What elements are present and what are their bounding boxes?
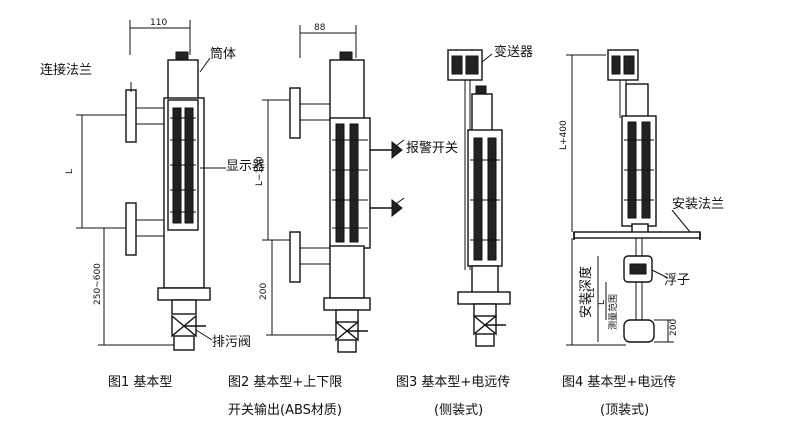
upper-alarm-switch [370,139,405,160]
fig4-transmitter-box [607,49,639,81]
fig3-display-scale [470,137,500,261]
flange-label: 连接法兰 [40,62,92,78]
caption-4-line1: 图4 基本型+电远传 [562,375,676,390]
fig4-display-scale [624,121,654,219]
display-label: 显示器 [226,159,265,174]
drain-valve-label: 排污阀 [212,335,251,350]
fig2-display-scale [332,123,368,243]
caption-3-line1: 图3 基本型+电远传 [396,375,510,390]
caption-2-line2: 开关输出(ABS材质) [228,402,342,418]
install-flange-label: 安装法兰 [672,197,724,212]
float-label: 浮子 [664,273,690,288]
fig4-bottom-dim: 200 [669,319,679,336]
caption-3-line2: (侧装式) [434,403,483,418]
fig1-display-scale [170,107,196,224]
fig1-offset-dim: 250~600 [93,263,103,305]
fig3-transmitter-box [447,49,483,81]
figure-3-side-transmitter: 变送器 [447,44,533,347]
install-depth-label: 安装深度 [578,266,594,318]
lower-alarm-switch [370,197,405,218]
alarm-switch-label: 报警开关 [406,140,458,156]
captions: 图1 基本型 图2 基本型+上下限 开关输出(ABS材质) 图3 基本型+电远传… [108,375,676,418]
fig1-length-dim: L [65,169,75,174]
fig2-width-dim: 88 [314,23,326,33]
caption-1: 图1 基本型 [108,375,172,390]
transmitter-label: 变送器 [494,44,533,60]
fig4-top-dim: L+400 [559,120,569,150]
caption-2-line1: 图2 基本型+上下限 [228,375,342,390]
fig4-l-dim: L [597,300,607,305]
fig2-length-dim: L−150 [255,156,265,186]
caption-4-line2: (顶装式) [600,403,649,418]
fig1-width-dim: 110 [150,18,167,28]
figure-4-top-transmitter: L+400 安装深度 L1 L 测量范围 200 安装法兰 浮子 [559,49,724,346]
fig2-bottom-dim: 200 [259,283,269,300]
figure-2-alarm: 88 L−150 200 [255,23,458,353]
barrel-label: 筒体 [210,46,236,62]
fig4-range-dim: L1 [587,287,597,298]
measure-range-label: 测量范围 [607,294,619,330]
figure-1-basic: 110 L 250~600 [40,18,265,351]
